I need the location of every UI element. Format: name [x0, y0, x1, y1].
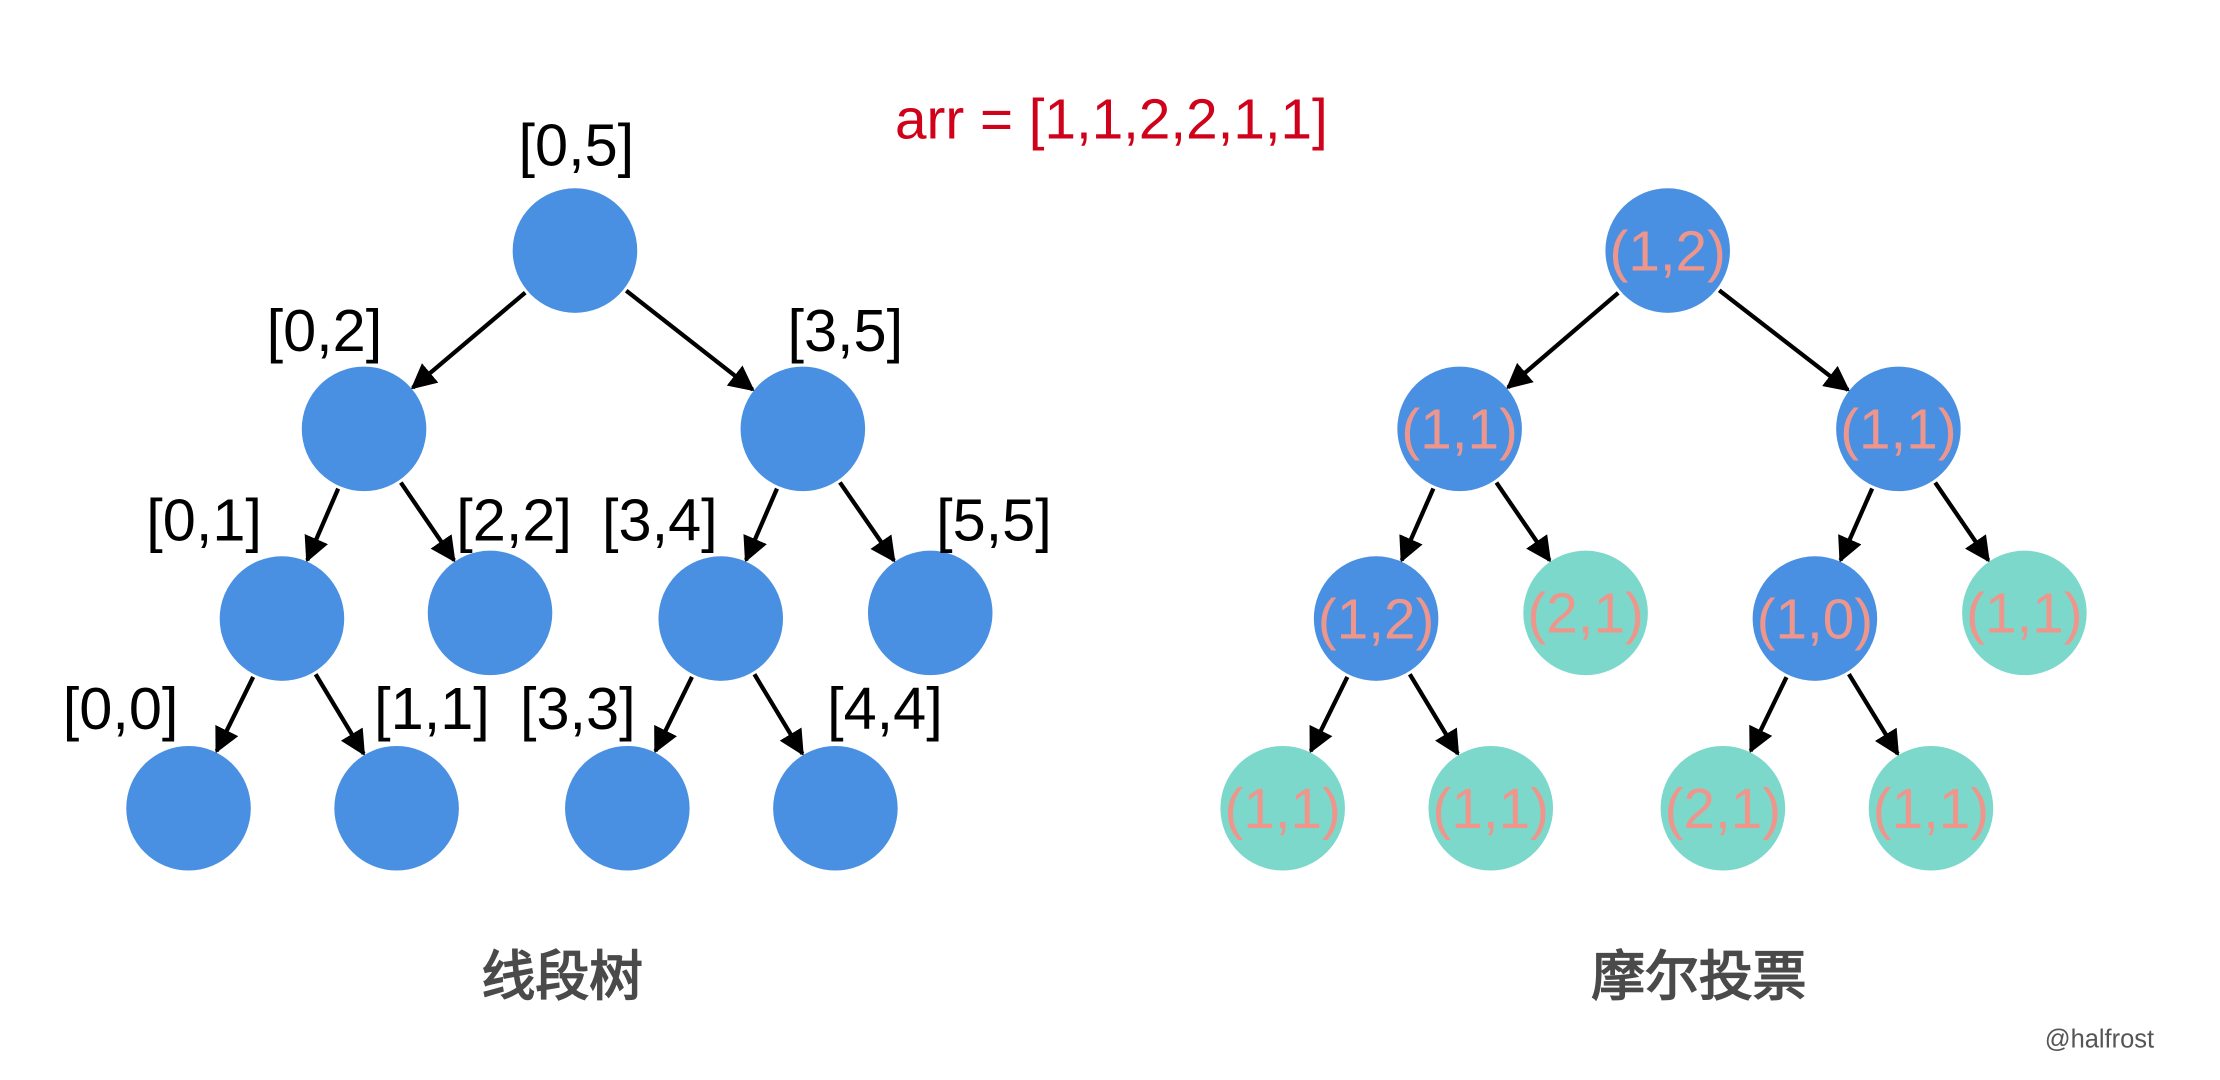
range-label: [3,5]	[787, 297, 903, 364]
vote-node	[1313, 556, 1439, 681]
edge-arrow	[838, 481, 896, 563]
edge-arrow	[743, 487, 779, 563]
vote-leaf-node	[1962, 550, 2087, 676]
vote-leaf-node	[1660, 745, 1786, 871]
segment-tree: [0,5] [0,2] [3,5] [0,1] [2,2] [3,4] [5,5] [0,0]…	[63, 112, 1052, 871]
vote-leaf-node	[1428, 745, 1554, 871]
edge-arrow	[1494, 481, 1552, 563]
vote-node	[1752, 556, 1878, 681]
vote-pair-label: (1,1)	[1401, 398, 1517, 461]
vote-node	[1397, 366, 1522, 492]
segment-node	[334, 745, 459, 871]
edge-arrow	[313, 673, 366, 756]
moore-vote-tree-title: 摩尔投票	[1591, 945, 1806, 1008]
moore-vote-tree: (1,2) (1,1) (1,1) (1,2) (2,1) (1,0) (1,1) (1,1)…	[1220, 188, 2087, 871]
edge-arrow	[304, 487, 341, 563]
edge-arrow	[624, 288, 755, 392]
edge-arrow	[1933, 481, 1991, 563]
segment-node	[301, 366, 427, 492]
range-label: [2,2]	[456, 487, 572, 554]
vote-pair-label: (1,1)	[1873, 777, 1989, 840]
segment-node	[427, 550, 553, 676]
range-label: [3,3]	[520, 675, 636, 742]
credit-watermark: @halfrost	[2045, 1025, 2154, 1053]
array-label: arr = [1,1,2,2,1,1]	[895, 88, 1328, 151]
range-label: [0,5]	[519, 112, 635, 179]
segment-node	[867, 550, 993, 676]
edge-arrow	[1407, 673, 1460, 756]
vote-pair-label: (1,1)	[1840, 398, 1956, 461]
edge-arrow	[399, 481, 456, 563]
vote-pair-label: (2,1)	[1665, 777, 1781, 840]
vote-node	[1836, 366, 1961, 492]
edge-arrow	[752, 673, 805, 756]
vote-leaf-node	[1523, 550, 1648, 676]
vote-pair-label: (1,1)	[1433, 777, 1549, 840]
vote-pair-label: (1,0)	[1757, 587, 1873, 650]
vote-leaf-node	[1220, 745, 1345, 871]
edge-arrow	[1308, 676, 1350, 754]
segment-node	[565, 745, 690, 871]
edge-arrow	[1717, 288, 1851, 392]
edge-arrow	[653, 676, 694, 754]
edge-arrow	[1506, 291, 1620, 390]
edge-arrow	[1748, 676, 1789, 754]
vote-pair-label: (1,1)	[1224, 777, 1340, 840]
vote-leaf-node	[1868, 745, 1994, 871]
range-label: [5,5]	[936, 487, 1052, 554]
range-label: [0,2]	[267, 297, 383, 364]
segment-node	[740, 366, 866, 492]
edge-arrow	[214, 676, 256, 754]
vote-pair-label: (1,2)	[1609, 219, 1725, 282]
range-label: [0,1]	[146, 487, 262, 554]
segment-node	[773, 745, 898, 871]
segment-node	[512, 188, 638, 313]
edge-arrow	[1847, 672, 1900, 757]
range-label: [1,1]	[374, 675, 490, 742]
edge-arrow	[1399, 487, 1436, 563]
range-label: [4,4]	[827, 675, 943, 742]
segment-node	[219, 556, 345, 681]
edge-arrow	[1838, 487, 1875, 563]
segment-node	[126, 745, 251, 871]
range-label: [0,0]	[63, 675, 179, 742]
vote-pair-label: (1,1)	[1966, 582, 2082, 645]
segment-tree-title: 线段树	[482, 945, 643, 1008]
range-label: [3,4]	[602, 487, 718, 554]
segment-node	[658, 556, 784, 681]
edge-arrow	[410, 290, 527, 390]
vote-node	[1605, 188, 1730, 313]
vote-pair-label: (2,1)	[1527, 582, 1643, 645]
vote-pair-label: (1,2)	[1318, 587, 1434, 650]
